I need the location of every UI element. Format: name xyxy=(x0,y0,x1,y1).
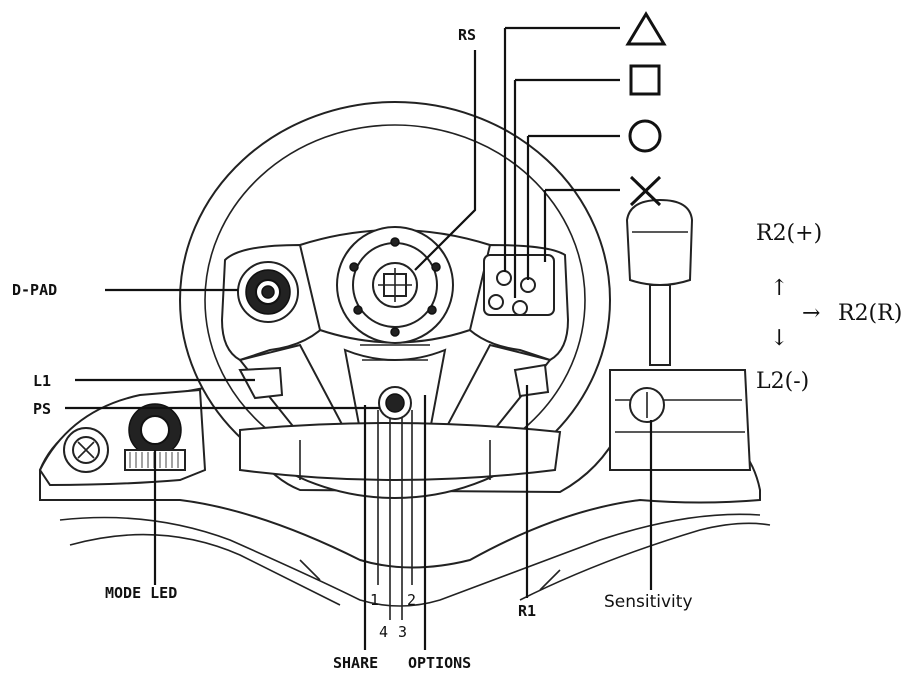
rs-label: RS xyxy=(458,26,476,44)
number-3: 3 xyxy=(398,623,407,641)
dpad-button[interactable] xyxy=(237,261,299,323)
number-2: 2 xyxy=(407,591,416,609)
l1-paddle[interactable] xyxy=(238,366,284,400)
paddles xyxy=(238,363,550,400)
rs-cluster xyxy=(336,226,454,344)
cross-button[interactable] xyxy=(512,300,528,316)
triangle-icon xyxy=(625,11,667,46)
dpad-label: D-PAD xyxy=(12,281,57,299)
square-icon xyxy=(629,64,661,96)
square-button[interactable] xyxy=(488,294,504,310)
down-arrow-icon: ↓ xyxy=(770,326,788,351)
l2-minus-label: L2(-) xyxy=(756,369,809,394)
ps-button[interactable] xyxy=(378,386,412,420)
r2-plus-label: R2(+) xyxy=(756,221,822,246)
circle-icon xyxy=(628,119,662,153)
ps-label: PS xyxy=(33,400,51,418)
r2-r-label: R2(R) xyxy=(838,301,902,326)
number-4: 4 xyxy=(379,623,388,641)
leader-lines xyxy=(65,26,653,650)
r1-label: R1 xyxy=(518,602,536,620)
share-label: SHARE xyxy=(333,654,378,672)
mode-led-label: MODE LED xyxy=(105,584,177,602)
up-arrow-icon: ↑ xyxy=(770,276,788,301)
cross-icon xyxy=(629,175,662,207)
l1-label: L1 xyxy=(33,372,51,390)
right-arrow-icon: → xyxy=(802,301,820,326)
options-label: OPTIONS xyxy=(408,654,471,672)
sensitivity-label: Sensitivity xyxy=(604,592,693,612)
face-buttons xyxy=(483,254,555,316)
left-console xyxy=(38,388,207,487)
number-1: 1 xyxy=(370,591,379,609)
triangle-button[interactable] xyxy=(496,270,512,286)
r1-paddle[interactable] xyxy=(513,363,550,398)
gear-shifter[interactable] xyxy=(609,198,752,471)
circle-button[interactable] xyxy=(520,277,536,293)
